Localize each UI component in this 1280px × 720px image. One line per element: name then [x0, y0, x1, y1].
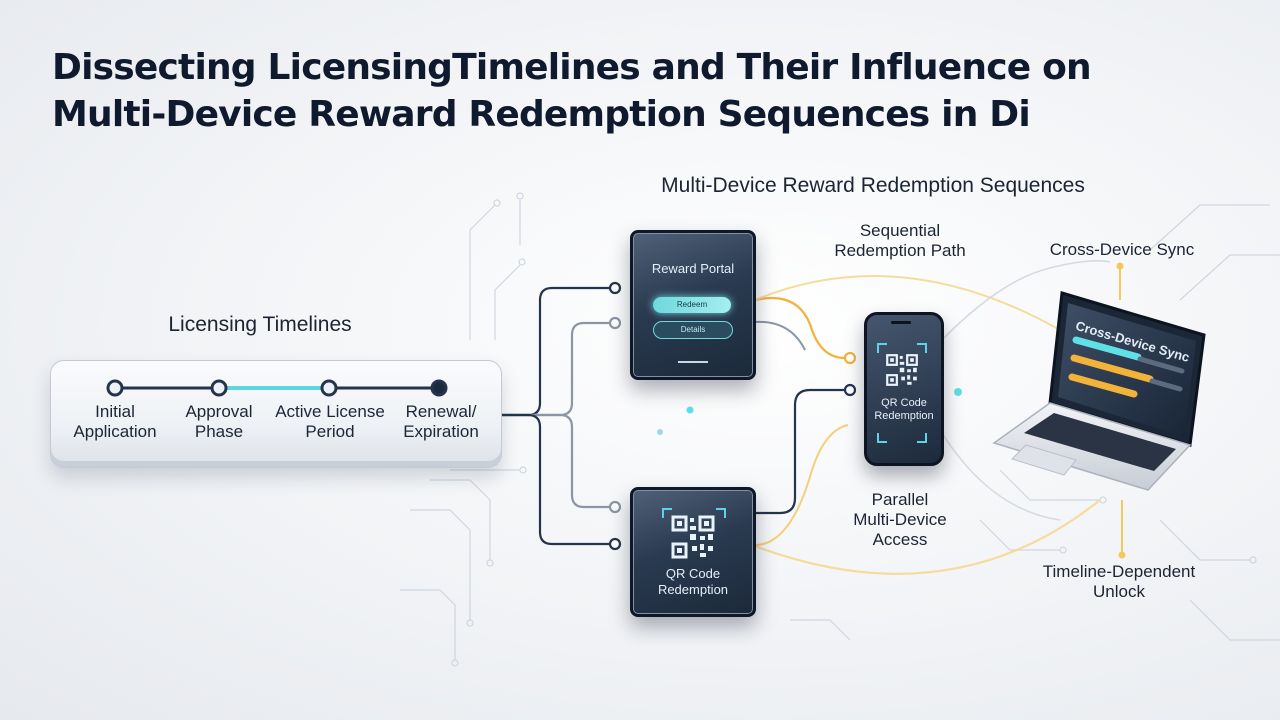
- licensing-heading: Licensing Timelines: [168, 313, 352, 336]
- cross-device-sync-label: Cross-Device Sync: [1049, 240, 1195, 259]
- redeem-button[interactable]: Redeem: [653, 297, 731, 313]
- phone-terminals: [843, 351, 857, 397]
- annotation-line: Access: [872, 530, 928, 549]
- scan-frame-corner: [917, 343, 927, 353]
- stage-label: Expiration: [403, 422, 479, 441]
- stage-initial-application: Initial Application: [55, 402, 175, 442]
- scan-frame-corner: [716, 508, 726, 518]
- timeline-node: [106, 379, 124, 397]
- panel-trunk-wires: [500, 286, 612, 546]
- scan-frame-corner: [662, 508, 672, 518]
- tablet-link-node: [657, 429, 663, 435]
- timeline-node: [320, 379, 338, 397]
- parallel-path-wires: [751, 388, 1101, 575]
- stage-label: Approval: [185, 402, 253, 421]
- laptop: [992, 291, 1206, 491]
- annotation-line: Sequential: [859, 221, 941, 240]
- section-heading: Multi-Device Reward Redemption Sequences: [661, 174, 1085, 197]
- sync-bar-teal: [1072, 336, 1142, 361]
- qr-code-icon: [671, 515, 715, 559]
- page-title: Dissecting LicensingTimelines and Their …: [52, 44, 1232, 138]
- home-indicator: [678, 361, 708, 363]
- qr-code-icon: [886, 354, 918, 386]
- annotation-line: Redemption Path: [834, 241, 966, 260]
- smartphone: QR Code Redemption: [864, 312, 944, 466]
- scan-frame-corner: [877, 433, 887, 443]
- phone-label-1: QR Code: [881, 397, 927, 409]
- circuit-traces: [400, 192, 1280, 667]
- reward-portal-title: Reward Portal: [651, 261, 735, 276]
- scan-frame-corner: [917, 433, 927, 443]
- unlock-arc: [939, 429, 1061, 521]
- phone-label-2: Redemption: [874, 410, 934, 422]
- tablet-link-node: [686, 406, 694, 414]
- title-line-2: Multi-Device Reward Redemption Sequences…: [52, 94, 1031, 135]
- parallel-access-label: Parallel Multi-Device Access: [830, 490, 970, 550]
- stage-active-license-period: Active License Period: [265, 402, 395, 442]
- annotation-line: Timeline-Dependent: [1042, 562, 1196, 581]
- timeline-node: [210, 379, 228, 397]
- laptop-trackpad: [1011, 444, 1077, 476]
- timeline-track: [106, 379, 448, 397]
- sequential-path-label: Sequential Redemption Path: [812, 221, 988, 261]
- qr-tablet-label-1: QR Code: [665, 566, 721, 581]
- laptop-keyboard: [1024, 413, 1176, 471]
- stage-label: Application: [73, 422, 157, 441]
- sync-bar-orange: [1070, 354, 1154, 383]
- timeline-unlock-label: Timeline-Dependent Unlock: [1024, 562, 1214, 602]
- phone-speaker: [891, 321, 911, 324]
- stage-label: Renewal/: [405, 402, 477, 421]
- annotation-line: Multi-Device: [853, 510, 947, 529]
- title-line-1: Dissecting LicensingTimelines and Their …: [52, 47, 1092, 88]
- stage-label: Period: [305, 422, 355, 441]
- phone-laptop-node: [954, 388, 962, 396]
- qr-tablet-label-2: Redemption: [657, 582, 729, 597]
- stage-label: Initial: [95, 402, 135, 421]
- details-button[interactable]: Details: [653, 321, 733, 339]
- sequential-path-wires: [754, 275, 1061, 360]
- annotation-line: Unlock: [1093, 582, 1145, 601]
- sync-arc: [939, 260, 1111, 343]
- reward-portal-tablet: Reward Portal Redeem Details: [630, 230, 756, 380]
- panel-terminals: [608, 281, 622, 551]
- stage-label: Phase: [194, 422, 244, 441]
- stage-approval-phase: Approval Phase: [159, 402, 279, 442]
- unlock-leader-dot: [1118, 551, 1126, 559]
- cross-device-leader-dot: [1116, 262, 1124, 270]
- sync-bar-track: [1137, 356, 1185, 374]
- qr-redemption-tablet: QR Code Redemption: [630, 487, 756, 617]
- scan-frame-corner: [877, 343, 887, 353]
- stage-label: Active License: [275, 402, 385, 421]
- sync-bar-orange-2: [1068, 373, 1138, 398]
- licensing-timeline-panel: Initial Application Approval Phase Activ…: [50, 360, 502, 468]
- sync-bar-track: [1149, 378, 1183, 392]
- annotation-line: Parallel: [871, 490, 929, 509]
- stage-renewal-expiration: Renewal/ Expiration: [381, 402, 501, 442]
- timeline-node: [430, 379, 448, 397]
